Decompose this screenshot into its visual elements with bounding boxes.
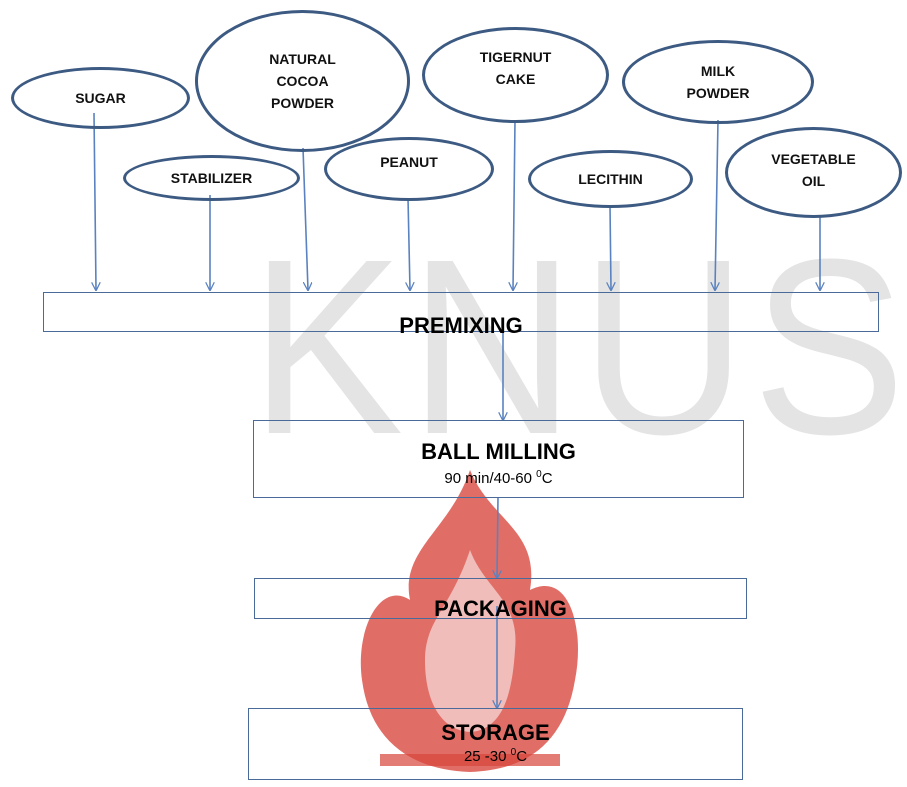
ingredient-label: TIGERNUT CAKE [479,49,552,87]
ingredient-sugar: SUGAR [11,67,190,129]
arrow-cocoa-to-premixing [302,147,308,290]
ingredient-label: VEGETABLE OIL [771,150,856,189]
step-storage: STORAGE 25 -30 0C [248,708,743,780]
ingredient-lecithin: LECITHIN [528,150,693,208]
ingredient-label: NATURAL COCOA POWDER [269,51,336,111]
arrow-sugar-to-premixing [94,112,96,290]
arrow-peanut-to-premixing [408,197,410,290]
ingredient-label: SUGAR [75,90,126,106]
step-condition: 90 min/40-60 0C [444,469,553,488]
step-title: BALL MILLING [421,439,576,464]
step-premixing: PREMIXING [43,292,879,338]
ingredient-label: MILK POWDER [686,63,750,101]
step-title: STORAGE [441,720,550,745]
step-condition: 25 -30 0C [463,747,528,766]
step-ball-milling: BALL MILLING 90 min/40-60 0C [253,420,744,498]
arrow-lecithin-to-premixing [610,204,611,290]
ingredient-peanut: PEANUT [324,137,494,201]
ingredient-stabilizer: STABILIZER [123,155,300,201]
ingredient-label: LECITHIN [578,171,643,187]
ingredient-milk-powder: MILK POWDER [622,40,814,124]
ingredient-label: PEANUT [380,154,438,170]
ingredient-natural-cocoa-powder: NATURAL COCOA POWDER [195,10,410,152]
arrow-tigernut-to-premixing [513,119,515,290]
ingredient-tigernut-cake: TIGERNUT CAKE [422,27,609,123]
step-title: PACKAGING [434,596,567,621]
step-packaging: PACKAGING [254,578,747,621]
arrow-milk-to-premixing [715,119,718,290]
ingredient-label: STABILIZER [170,170,253,186]
step-title: PREMIXING [399,313,523,338]
arrow-ball-milling-to-packaging [497,496,498,578]
flame-watermark-icon [360,470,578,772]
ingredient-vegetable-oil: VEGETABLE OIL [725,127,902,218]
